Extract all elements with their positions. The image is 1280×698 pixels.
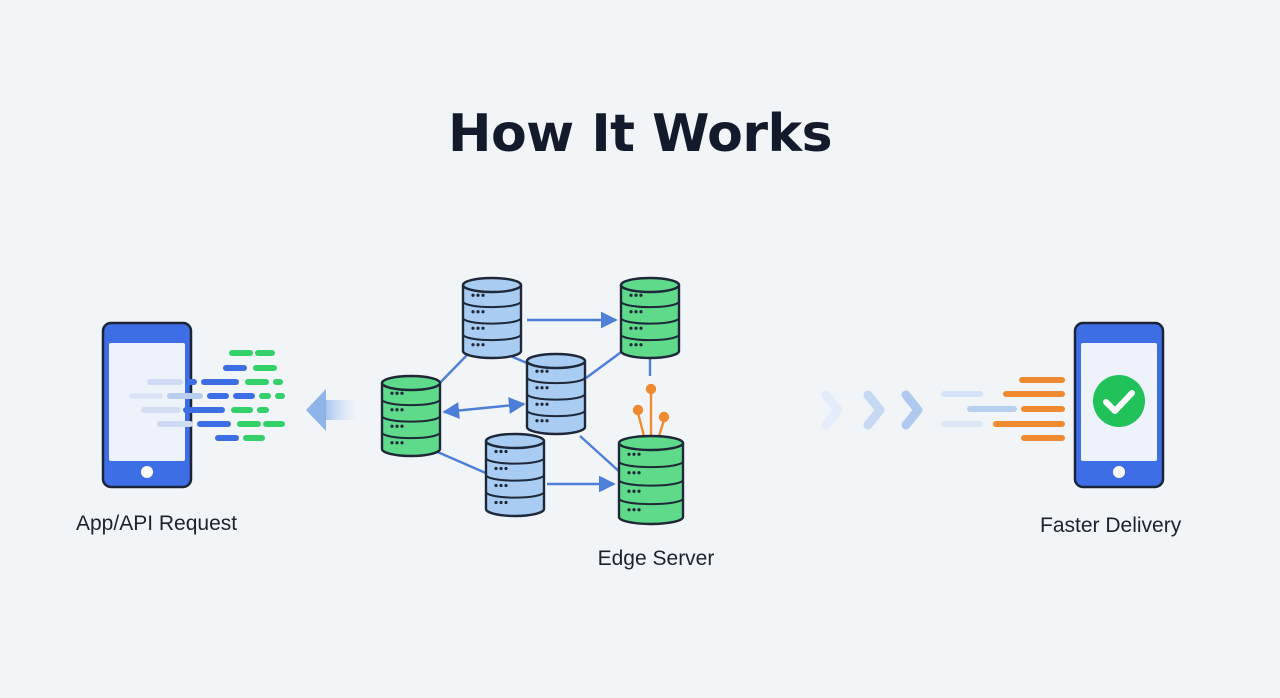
page-title: How It Works [447, 104, 833, 164]
server-bottom-right-icon [617, 434, 685, 526]
server-bottom-icon [484, 432, 546, 518]
server-top-icon [461, 276, 523, 360]
server-center-icon [525, 352, 587, 436]
request-label: App/API Request [76, 512, 238, 535]
chevron-right-icons [821, 390, 923, 430]
arrow-left-icon [306, 389, 356, 431]
server-network-links [432, 311, 652, 493]
delivery-label: Faster Delivery [1040, 514, 1182, 537]
source-phone-icon [101, 321, 193, 489]
edge-server-label: Edge Server [597, 547, 715, 570]
request-data-stream [129, 350, 285, 441]
delivery-data-stream [941, 377, 1065, 441]
server-top-right-icon [619, 276, 681, 360]
checkmark-circle-icon [1093, 375, 1145, 427]
edge-server-cluster [380, 276, 685, 526]
server-left-icon [380, 374, 442, 458]
signal-antenna-icon [632, 383, 670, 437]
